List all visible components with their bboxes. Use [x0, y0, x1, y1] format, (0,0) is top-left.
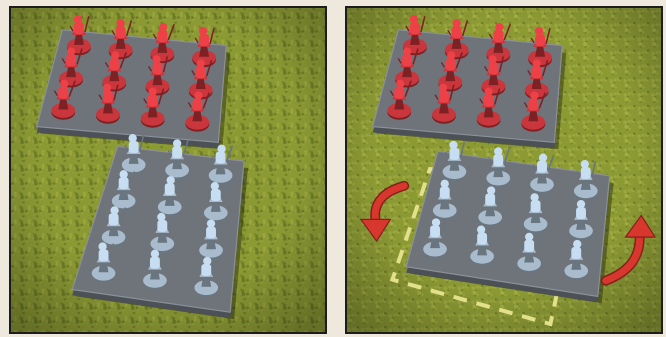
scene-before [11, 8, 325, 332]
panel-after-rotation [345, 6, 663, 334]
panel-before-rotation [9, 6, 327, 334]
scene-after [347, 8, 661, 332]
